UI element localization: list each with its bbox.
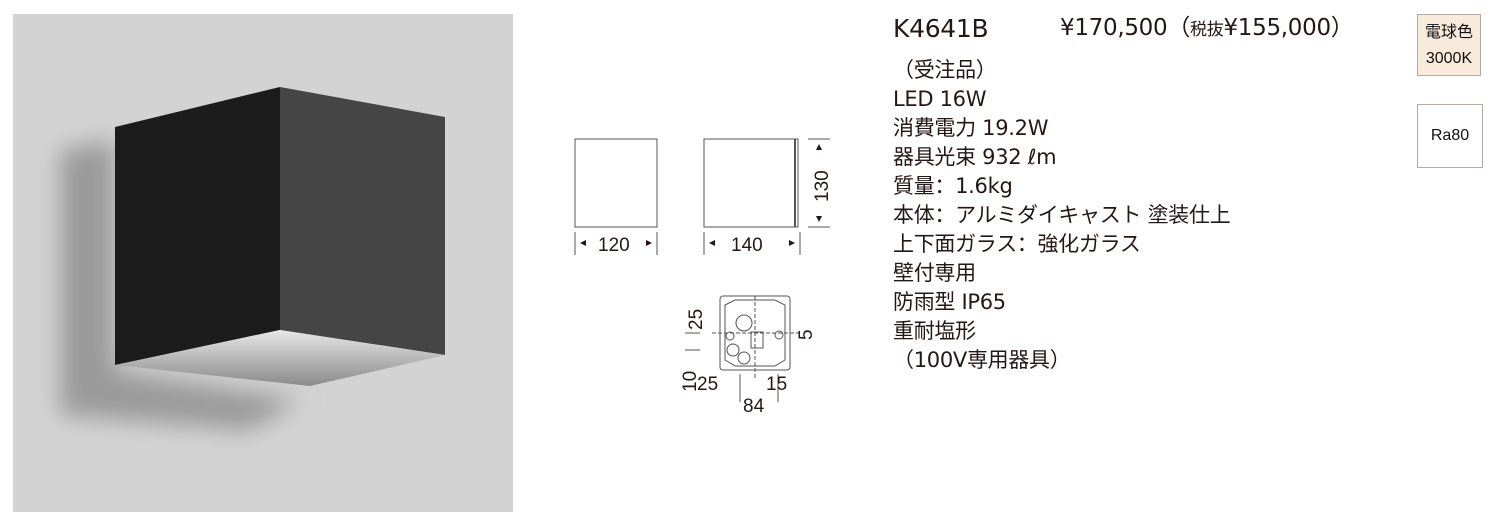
front-width-label: 120 <box>598 235 630 256</box>
spec-list: （受注品） LED 16W 消費電力 19.2W 器具光束 932 ℓm 質量：… <box>893 56 1231 375</box>
spec-order: （受注品） <box>893 58 997 82</box>
cube-side-face <box>280 87 445 355</box>
color-temp-badge: 電球色 3000K <box>1417 14 1481 76</box>
spec-led: LED 16W <box>893 87 987 111</box>
spec-mount: 壁付専用 <box>893 261 976 285</box>
height-label: 130 <box>812 170 833 202</box>
product-photo <box>13 14 513 512</box>
mount-offset-label: 15 <box>766 374 787 395</box>
cube-front-face <box>115 87 280 365</box>
spec-glass: 上下面ガラス：強化ガラス <box>893 232 1141 256</box>
model-number: K4641B <box>893 14 989 43</box>
mount-width-label: 84 <box>743 396 765 417</box>
color-temp: 3000K <box>1425 50 1473 67</box>
price: ¥170,500（税抜¥155,000） <box>1060 14 1354 45</box>
spec-body: 本体：アルミダイキャスト 塗装仕上 <box>893 203 1231 227</box>
spec-weight: 質量：1.6kg <box>893 174 1013 198</box>
ra-badge: Ra80 <box>1417 104 1483 168</box>
spec-power: 消費電力 19.2W <box>893 116 1049 140</box>
dimension-drawing: 120 140 130 25 5 10 25 15 84 <box>574 138 833 417</box>
color-label: 電球色 <box>1424 24 1473 41</box>
spec-lumen: 器具光束 932 ℓm <box>893 145 1057 169</box>
side-view <box>703 138 799 228</box>
ex-tax-label: 税抜 <box>1190 20 1224 40</box>
mount-left-label: 25 <box>697 374 718 395</box>
mount-top-label: 25 <box>686 309 707 330</box>
spec-salt: 重耐塩形 <box>893 319 976 343</box>
mount-bottom-label: 10 <box>680 371 701 392</box>
side-width-label: 140 <box>731 235 763 256</box>
price-incl-tax: ¥170,500（ <box>1060 15 1191 41</box>
price-ex-tax: ¥155,000） <box>1223 15 1354 41</box>
cube-bottom-glass <box>115 330 445 386</box>
spec-ip: 防雨型 IP65 <box>893 290 1006 314</box>
mount-right-label: 5 <box>796 329 817 340</box>
spec-voltage: （100V専用器具） <box>893 348 1071 372</box>
front-view <box>574 138 658 228</box>
